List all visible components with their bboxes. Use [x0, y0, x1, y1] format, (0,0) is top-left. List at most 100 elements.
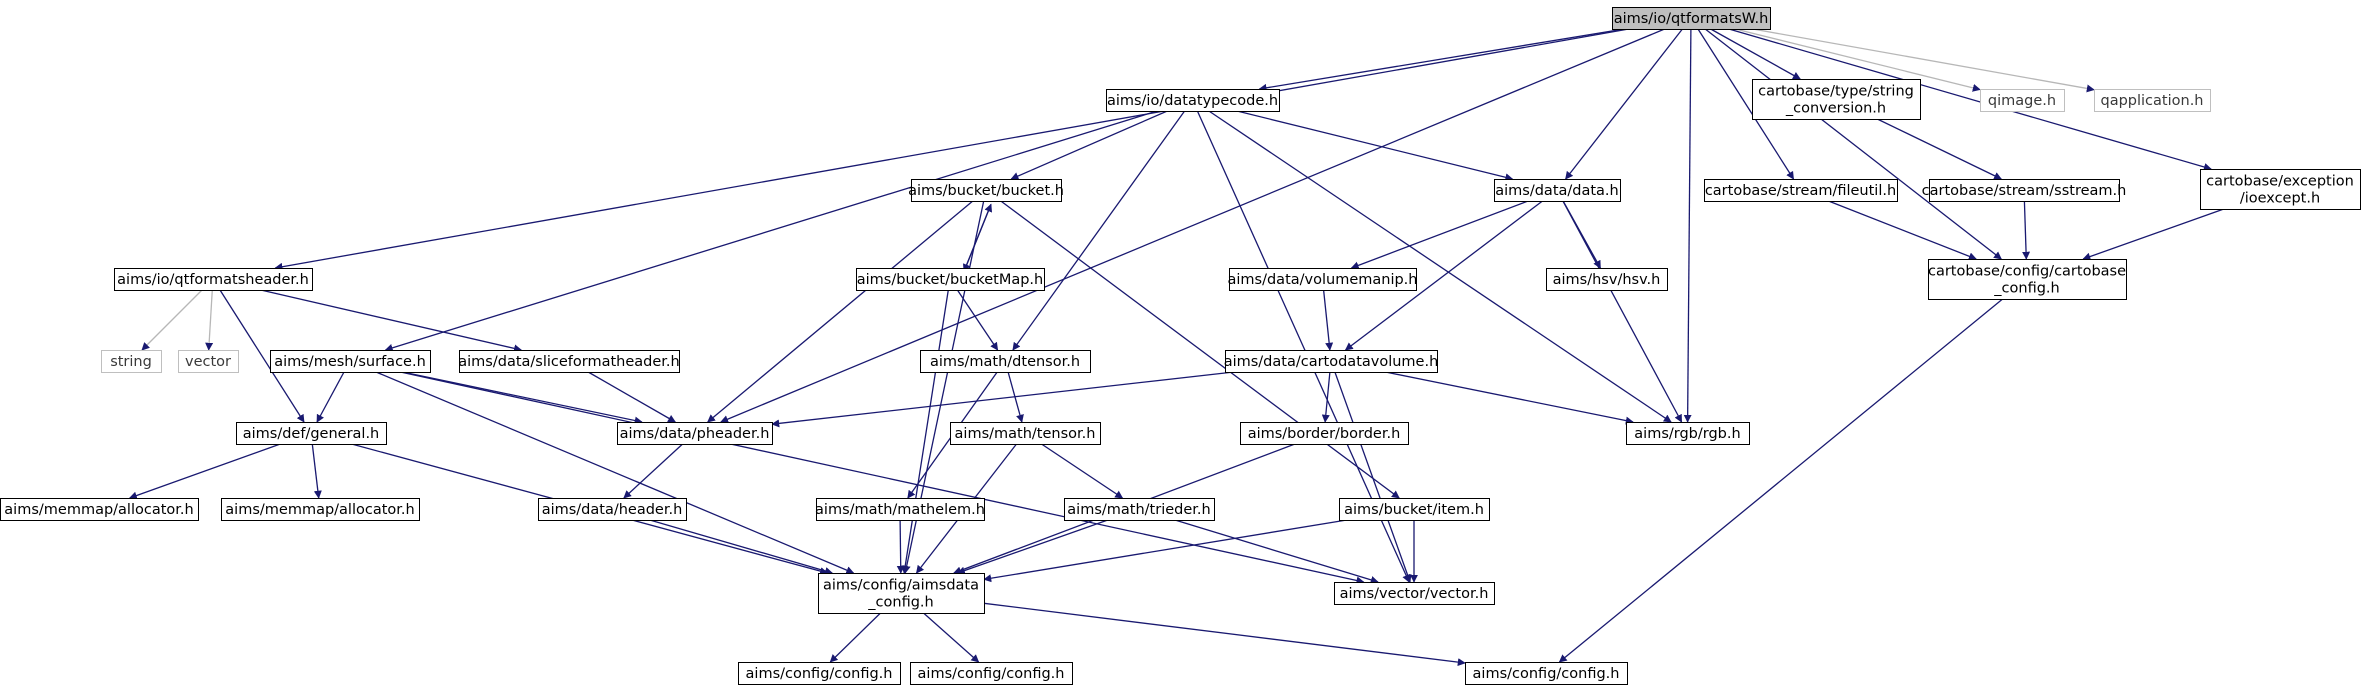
node-label-line: _config.h	[1993, 281, 2059, 297]
node-box	[1334, 582, 1495, 605]
node-aims-data-cartodatavolume-h-cartovol[interactable]: aims/data/cartodatavolume.h	[1224, 350, 1439, 373]
node-aims-memmap-allocator-h-alloc1[interactable]: aims/memmap/allocator.h	[0, 498, 199, 521]
edge-cartovol-to-pheader	[771, 371, 1234, 428]
edge-aimsconfig-to-config2	[923, 612, 980, 663]
edge-trieder-to-vecvec	[1174, 519, 1379, 584]
node-aims-config-aimsdata-config-h-aimsconfig[interactable]: aims/config/aimsdata_config.h	[818, 573, 985, 614]
node-label-line: string	[110, 354, 152, 370]
node-aims-border-border-h-border[interactable]: aims/border/border.h	[1240, 422, 1409, 445]
edge-trieder-to-aimsconfig	[956, 519, 1109, 575]
edge-mathelem-to-aimsconfig	[896, 519, 905, 574]
node-box	[2200, 169, 2361, 210]
edge-typeconv-to-sstream	[1877, 118, 2003, 180]
edge-qtheader-to-string	[141, 289, 203, 351]
node-box	[1494, 179, 1621, 202]
node-box	[1064, 498, 1215, 521]
node-aims-io-qtformatsheader-h-qtheader[interactable]: aims/io/qtformatsheader.h	[114, 268, 313, 291]
edge-aimsconfig-to-config3	[983, 602, 1466, 667]
node-aims-math-dtensor-h-dtensor[interactable]: aims/math/dtensor.h	[920, 350, 1091, 373]
node-label-line: aims/math/dtensor.h	[930, 354, 1080, 370]
node-aims-bucket-item-h-item[interactable]: aims/bucket/item.h	[1339, 498, 1490, 521]
node-box	[1704, 179, 1898, 202]
node-box	[0, 498, 199, 521]
node-label-line: aims/math/trieder.h	[1067, 502, 1210, 518]
node-aims-data-pheader-h-pheader[interactable]: aims/data/pheader.h	[617, 422, 773, 445]
edge-cartovol-to-border	[1321, 371, 1331, 423]
edge-qtheader-to-sliceheader	[260, 289, 522, 353]
node-aims-hsv-hsv-h-hsv[interactable]: aims/hsv/hsv.h	[1546, 268, 1668, 291]
edge-surface-to-vecvec	[400, 371, 1365, 585]
node-box	[911, 179, 1062, 202]
node-box	[221, 498, 420, 521]
node-label-line: aims/bucket/bucket.h	[908, 183, 1064, 199]
edge-tensor-to-trieder	[1041, 443, 1124, 499]
edge-bucketmap-to-aimsconfig	[901, 289, 949, 574]
node-qapplication-h-qapplication: qapplication.h	[2094, 89, 2211, 112]
node-box	[270, 350, 431, 373]
edge-root-to-fileutil	[1697, 28, 1795, 180]
node-aims-data-sliceformatheader-h-sliceheader[interactable]: aims/data/sliceformatheader.h	[458, 350, 680, 373]
node-aims-data-volumemanip-h-volumemanip[interactable]: aims/data/volumemanip.h	[1228, 268, 1418, 291]
node-label-line: _config.h	[867, 595, 933, 611]
edge-root-to-ioexcept	[1728, 28, 2212, 171]
edge-root-to-cbconfig	[1704, 28, 2002, 260]
node-aims-def-general-h-general[interactable]: aims/def/general.h	[236, 422, 387, 445]
node-box	[1929, 179, 2120, 202]
node-aims-mesh-surface-h-surface[interactable]: aims/mesh/surface.h	[270, 350, 431, 373]
node-aims-config-config-h-config3[interactable]: aims/config/config.h	[1465, 662, 1628, 685]
node-aims-math-mathelem-h-mathelem[interactable]: aims/math/mathelem.h	[815, 498, 985, 521]
edge-dataheader-to-aimsconfig	[649, 519, 833, 575]
edge-pheader-to-dataheader	[623, 443, 684, 499]
edge-root-to-qapplication	[1752, 28, 2095, 93]
node-aims-math-tensor-h-tensor[interactable]: aims/math/tensor.h	[950, 422, 1101, 445]
node-label-line: qapplication.h	[2101, 93, 2204, 109]
node-aims-data-header-h-dataheader[interactable]: aims/data/header.h	[538, 498, 687, 521]
node-label-line: aims/io/qtformatsheader.h	[117, 272, 309, 288]
node-label-line: vector	[185, 354, 231, 370]
node-aims-data-data-h-datadata[interactable]: aims/data/data.h	[1494, 179, 1621, 202]
edge-datatypecode-to-dtensor	[1012, 110, 1186, 351]
node-aims-rgb-rgb-h-rgb[interactable]: aims/rgb/rgb.h	[1626, 422, 1750, 445]
edge-cartovol-to-vecvec	[1334, 371, 1412, 583]
node-label-line: aims/memmap/allocator.h	[225, 502, 414, 518]
node-label-line: aims/def/general.h	[243, 426, 380, 442]
node-label-line: aims/math/tensor.h	[955, 426, 1096, 442]
node-cartobase-stream-sstream-h-sstream[interactable]: cartobase/stream/sstream.h	[1922, 179, 2127, 202]
edge-dtensor-to-tensor	[1007, 371, 1024, 423]
node-label-line: aims/io/datatypecode.h	[1107, 93, 1278, 109]
node-label-line: cartobase/type/string	[1758, 84, 1914, 100]
node-aims-bucket-bucket-h-bucket[interactable]: aims/bucket/bucket.h	[908, 179, 1064, 202]
node-cartobase-exception-ioexcept-h-ioexcept[interactable]: cartobase/exception/ioexcept.h	[2200, 169, 2361, 210]
node-label-line: cartobase/config/cartobase	[1928, 264, 2126, 280]
edge-datatypecode-to-rgb	[1208, 110, 1672, 423]
node-label-line: aims/vector/vector.h	[1340, 586, 1489, 602]
node-cartobase-config-cartobase-config-h-cbconfig[interactable]: cartobase/config/cartobase_config.h	[1928, 259, 2127, 300]
node-aims-config-config-h-config1[interactable]: aims/config/config.h	[738, 662, 901, 685]
edge-item-to-aimsconfig	[983, 519, 1347, 583]
node-box	[101, 350, 162, 373]
node-aims-memmap-allocator-h-alloc2[interactable]: aims/memmap/allocator.h	[221, 498, 420, 521]
node-cartobase-type-string-conversion-h-typeconv[interactable]: cartobase/type/string_conversion.h	[1752, 79, 1921, 120]
node-box	[1240, 422, 1409, 445]
node-aims-vector-vector-h-vecvec[interactable]: aims/vector/vector.h	[1334, 582, 1495, 605]
edge-root-to-typeconv	[1710, 28, 1801, 80]
node-label-line: aims/config/config.h	[918, 666, 1065, 682]
node-label-line: aims/config/aimsdata	[823, 578, 979, 594]
node-aims-io-datatypecode-h-datatypecode[interactable]: aims/io/datatypecode.h	[1106, 89, 1280, 112]
edge-datadata-to-volumemanip	[1350, 200, 1529, 270]
node-aims-config-config-h-config2[interactable]: aims/config/config.h	[910, 662, 1073, 685]
node-label-line: cartobase/stream/fileutil.h	[1705, 183, 1896, 199]
edge-layer	[128, 28, 2225, 667]
edge-root-to-qimage	[1735, 28, 1981, 92]
edge-bucketmap-to-bucket	[963, 203, 993, 272]
edge-general-to-alloc2	[311, 443, 322, 499]
node-label-line: aims/data/header.h	[542, 502, 683, 518]
edge-bucket-to-item	[1000, 200, 1400, 499]
node-label-line: aims/data/sliceformatheader.h	[458, 354, 679, 370]
node-aims-bucket-bucketmap-h-bucketmap[interactable]: aims/bucket/bucketMap.h	[856, 268, 1045, 291]
node-label-line: aims/config/config.h	[746, 666, 893, 682]
node-aims-io-qtformatsw-h-root[interactable]: aims/io/qtformatsW.h	[1612, 7, 1771, 30]
node-cartobase-stream-fileutil-h-fileutil[interactable]: cartobase/stream/fileutil.h	[1704, 179, 1898, 202]
node-aims-math-trieder-h-trieder[interactable]: aims/math/trieder.h	[1064, 498, 1215, 521]
